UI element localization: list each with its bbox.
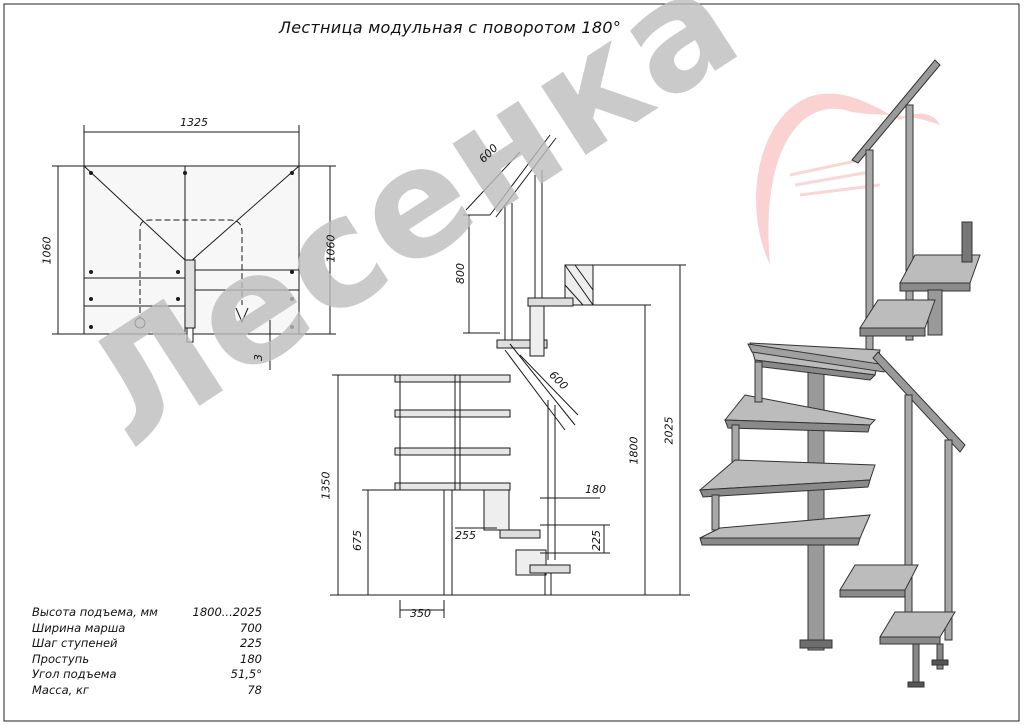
lower-post-label: 1350 [319, 471, 333, 500]
spec-row: Высота подъема, мм 1800...2025 [32, 605, 262, 621]
total-height-label: 2025 [662, 416, 676, 445]
tread-step-label: 255 [455, 529, 476, 542]
sheet-frame [3, 3, 1020, 722]
going-label: 180 [585, 483, 606, 496]
spec-value: 700 [240, 620, 262, 635]
plan-gap-label: 3 [252, 354, 265, 361]
spec-row: Ширина марша 700 [32, 621, 262, 637]
rise-min-label: 1800 [627, 436, 641, 465]
plan-view [52, 125, 336, 370]
spec-value: 225 [240, 636, 262, 651]
spec-label: Проступь [32, 651, 90, 666]
spec-value: 51,5° [230, 667, 262, 682]
spec-value: 78 [247, 682, 262, 697]
spec-value: 180 [240, 651, 262, 666]
spec-row: Масса, кг 78 [32, 683, 262, 699]
spec-label: Высота подъема, мм [32, 605, 158, 619]
riser-label: 225 [590, 530, 603, 551]
spec-row: Угол подъема 51,5° [32, 667, 262, 683]
spec-value: 1800...2025 [192, 605, 263, 619]
specifications-table: Высота подъема, мм 1800...2025 Ширина ма… [32, 605, 262, 699]
isometric-view [698, 59, 981, 688]
side-view [330, 134, 690, 618]
spec-label: Шаг ступеней [32, 636, 118, 651]
spec-label: Масса, кг [32, 682, 89, 697]
drawing-title: Лестница модульная с поворотом 180° [278, 18, 622, 37]
spec-label: Угол подъема [32, 667, 117, 682]
plan-depth-right-label: 1060 [324, 234, 338, 263]
upper-post-label: 800 [454, 263, 467, 284]
spec-row: Проступь 180 [32, 652, 262, 668]
spec-row: Шаг ступеней 225 [32, 636, 262, 652]
column-offset-label: 350 [410, 607, 431, 620]
plan-width-label: 1325 [180, 116, 208, 129]
spec-label: Ширина марша [32, 620, 126, 635]
plan-depth-left-label: 1060 [40, 236, 54, 265]
landing-height-label: 675 [351, 530, 364, 551]
